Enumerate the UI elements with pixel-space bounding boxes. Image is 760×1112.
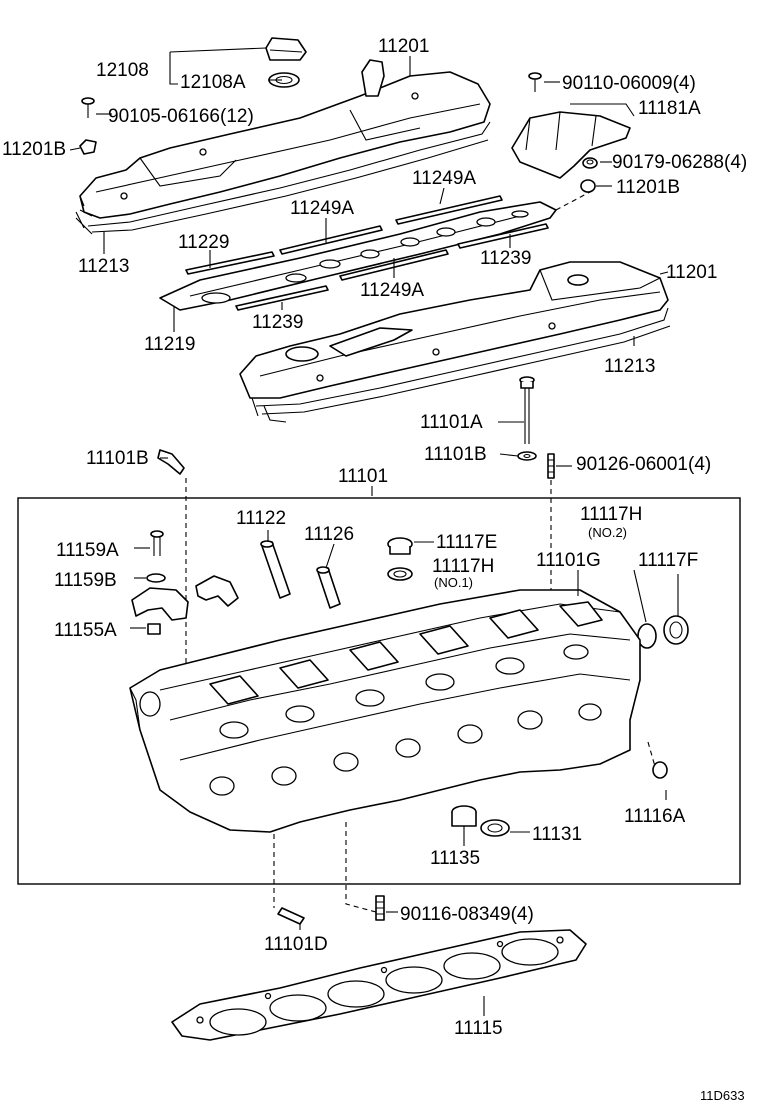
valve-guide-11122 — [260, 540, 291, 599]
label-11249A-mid: 11249A — [290, 198, 354, 219]
label-11117H-no2-note: (NO.2) — [588, 525, 627, 540]
bolt-90105-06166 — [81, 97, 95, 118]
label-11229: 11229 — [178, 232, 229, 253]
plug-11117E — [387, 537, 413, 555]
label-90126-06001: 90126-06001(4) — [576, 454, 711, 475]
label-11117H-no2: 11117H — [580, 504, 642, 525]
seal-11135 — [451, 805, 477, 827]
label-11122: 11122 — [236, 508, 286, 529]
label-12108A: 12108A — [180, 72, 246, 93]
stud-90126-06001 — [547, 453, 555, 479]
label-90116-08349: 90116-08349(4) — [400, 904, 534, 925]
label-11159A: 11159A — [56, 540, 119, 561]
leader-lines — [69, 47, 679, 1016]
label-11201B-right: 11201B — [616, 177, 680, 198]
gasket-strip-11239-right — [457, 223, 549, 249]
label-90179-06288: 90179-06288(4) — [612, 152, 747, 173]
grommet-90179-06288 — [582, 157, 598, 169]
cover-plate-11181A — [511, 111, 631, 179]
label-11135: 11135 — [430, 848, 480, 869]
label-11117H-no1-note: (NO.1) — [434, 575, 473, 590]
label-11181A: 11181A — [638, 98, 701, 119]
stud-90116-08349 — [375, 895, 385, 921]
label-11201B-left: 11201B — [2, 139, 66, 160]
label-11249A-low: 11249A — [360, 280, 424, 301]
label-11131: 11131 — [532, 824, 582, 845]
label-11101B-right: 11101B — [424, 444, 487, 465]
washer-11101B-left — [157, 449, 185, 475]
label-11213-left: 11213 — [78, 256, 129, 277]
bearing-cap-11155A — [131, 587, 189, 635]
label-11201-mid: 11201 — [666, 262, 717, 283]
bracket — [195, 575, 239, 607]
gasket-strip-11249A-a — [279, 225, 383, 255]
cylinder-head-cover-lower-11201 — [239, 261, 669, 399]
washer-11159B — [146, 573, 166, 583]
gasket-strip-11249A-b — [395, 195, 503, 225]
label-11239-right: 11239 — [480, 248, 531, 269]
label-11101: 11101 — [338, 466, 388, 487]
cover-gasket-upper-11213 — [75, 121, 491, 235]
plug-11116A — [652, 761, 668, 779]
diagram-reference-code: 11D633 — [700, 1088, 745, 1103]
plug-11117F — [663, 615, 689, 645]
cylinder-head-assembly-frame — [17, 497, 741, 885]
seal-11201B-right — [580, 179, 596, 193]
bolt-11159A — [150, 530, 164, 556]
cylinder-head-11101 — [129, 589, 641, 833]
gasket-plate-11219 — [159, 201, 557, 311]
bolt-90110-06009 — [528, 72, 542, 92]
washer-11101B-right — [517, 451, 537, 461]
label-11117F: 11117F — [638, 550, 698, 571]
label-11201-top: 11201 — [378, 36, 429, 57]
label-90105-06166: 90105-06166(12) — [108, 106, 254, 127]
label-11116A: 11116A — [624, 806, 686, 827]
dash-90116 — [345, 822, 377, 913]
cover-gasket-lower-11213 — [251, 307, 671, 423]
label-11117E: 11117E — [436, 532, 497, 553]
seal-11131 — [480, 819, 510, 837]
head-bolt-11101A — [519, 376, 535, 444]
label-90110-06009: 90110-06009(4) — [562, 73, 696, 94]
label-11101B-left: 11101B — [86, 448, 149, 469]
seal-11201B-left — [79, 139, 97, 155]
label-11115: 11115 — [454, 1018, 503, 1039]
label-11101G: 11101G — [536, 550, 601, 571]
label-11219: 11219 — [144, 334, 195, 355]
cylinder-head-cover-upper-11201 — [79, 59, 491, 219]
label-11101D: 11101D — [264, 934, 328, 955]
label-11239-low: 11239 — [252, 312, 303, 333]
pin-11101D — [277, 907, 305, 925]
label-11159B: 11159B — [54, 570, 117, 591]
label-12108: 12108 — [96, 60, 149, 81]
label-11117H-no1: 11117H — [432, 556, 494, 577]
dash-11116A — [647, 741, 657, 771]
label-11213-right: 11213 — [604, 356, 655, 377]
label-11101A: 11101A — [420, 412, 483, 433]
valve-guide-11126 — [316, 566, 341, 609]
label-11249A-top: 11249A — [412, 168, 476, 189]
gasket-strip-11239-low — [235, 285, 329, 311]
plug-11117H-no1 — [387, 567, 413, 581]
cylinder-head-gasket-11115 — [171, 929, 587, 1041]
leader-dash-11201B — [555, 191, 591, 211]
oil-filler-cap-12108 — [265, 37, 307, 61]
label-11126: 11126 — [304, 524, 354, 545]
label-11155A: 11155A — [54, 620, 117, 641]
gasket-strip-11229 — [185, 251, 275, 275]
